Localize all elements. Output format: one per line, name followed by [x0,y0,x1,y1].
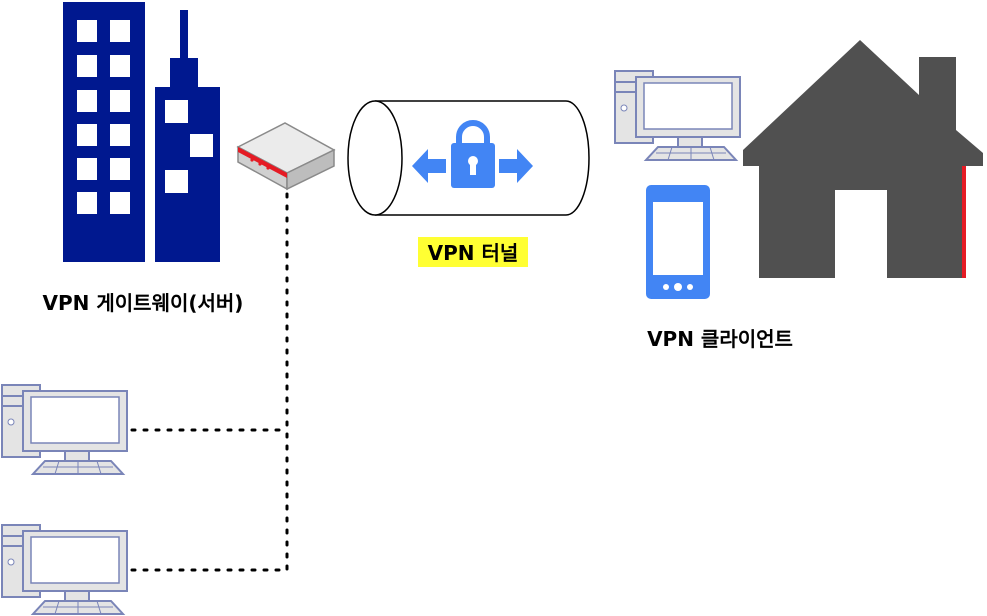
tunnel-label: VPN 터널 [418,237,528,267]
gateway-label: VPN 게이트웨이(서버) [43,291,244,315]
network-connector [130,192,289,572]
office-buildings-icon [63,2,220,262]
house-icon [743,40,983,278]
lock-icon [451,120,495,188]
client-computer-icon [614,70,741,161]
tunnel-label-text: VPN 터널 [428,241,519,265]
smartphone-icon [646,185,710,299]
router-icon [236,122,336,191]
client-label: VPN 클라이언트 [647,327,793,351]
lan-computer-icon-1 [1,384,128,475]
lan-computer-icon-2 [1,524,128,615]
vpn-tunnel-icon [347,100,590,216]
